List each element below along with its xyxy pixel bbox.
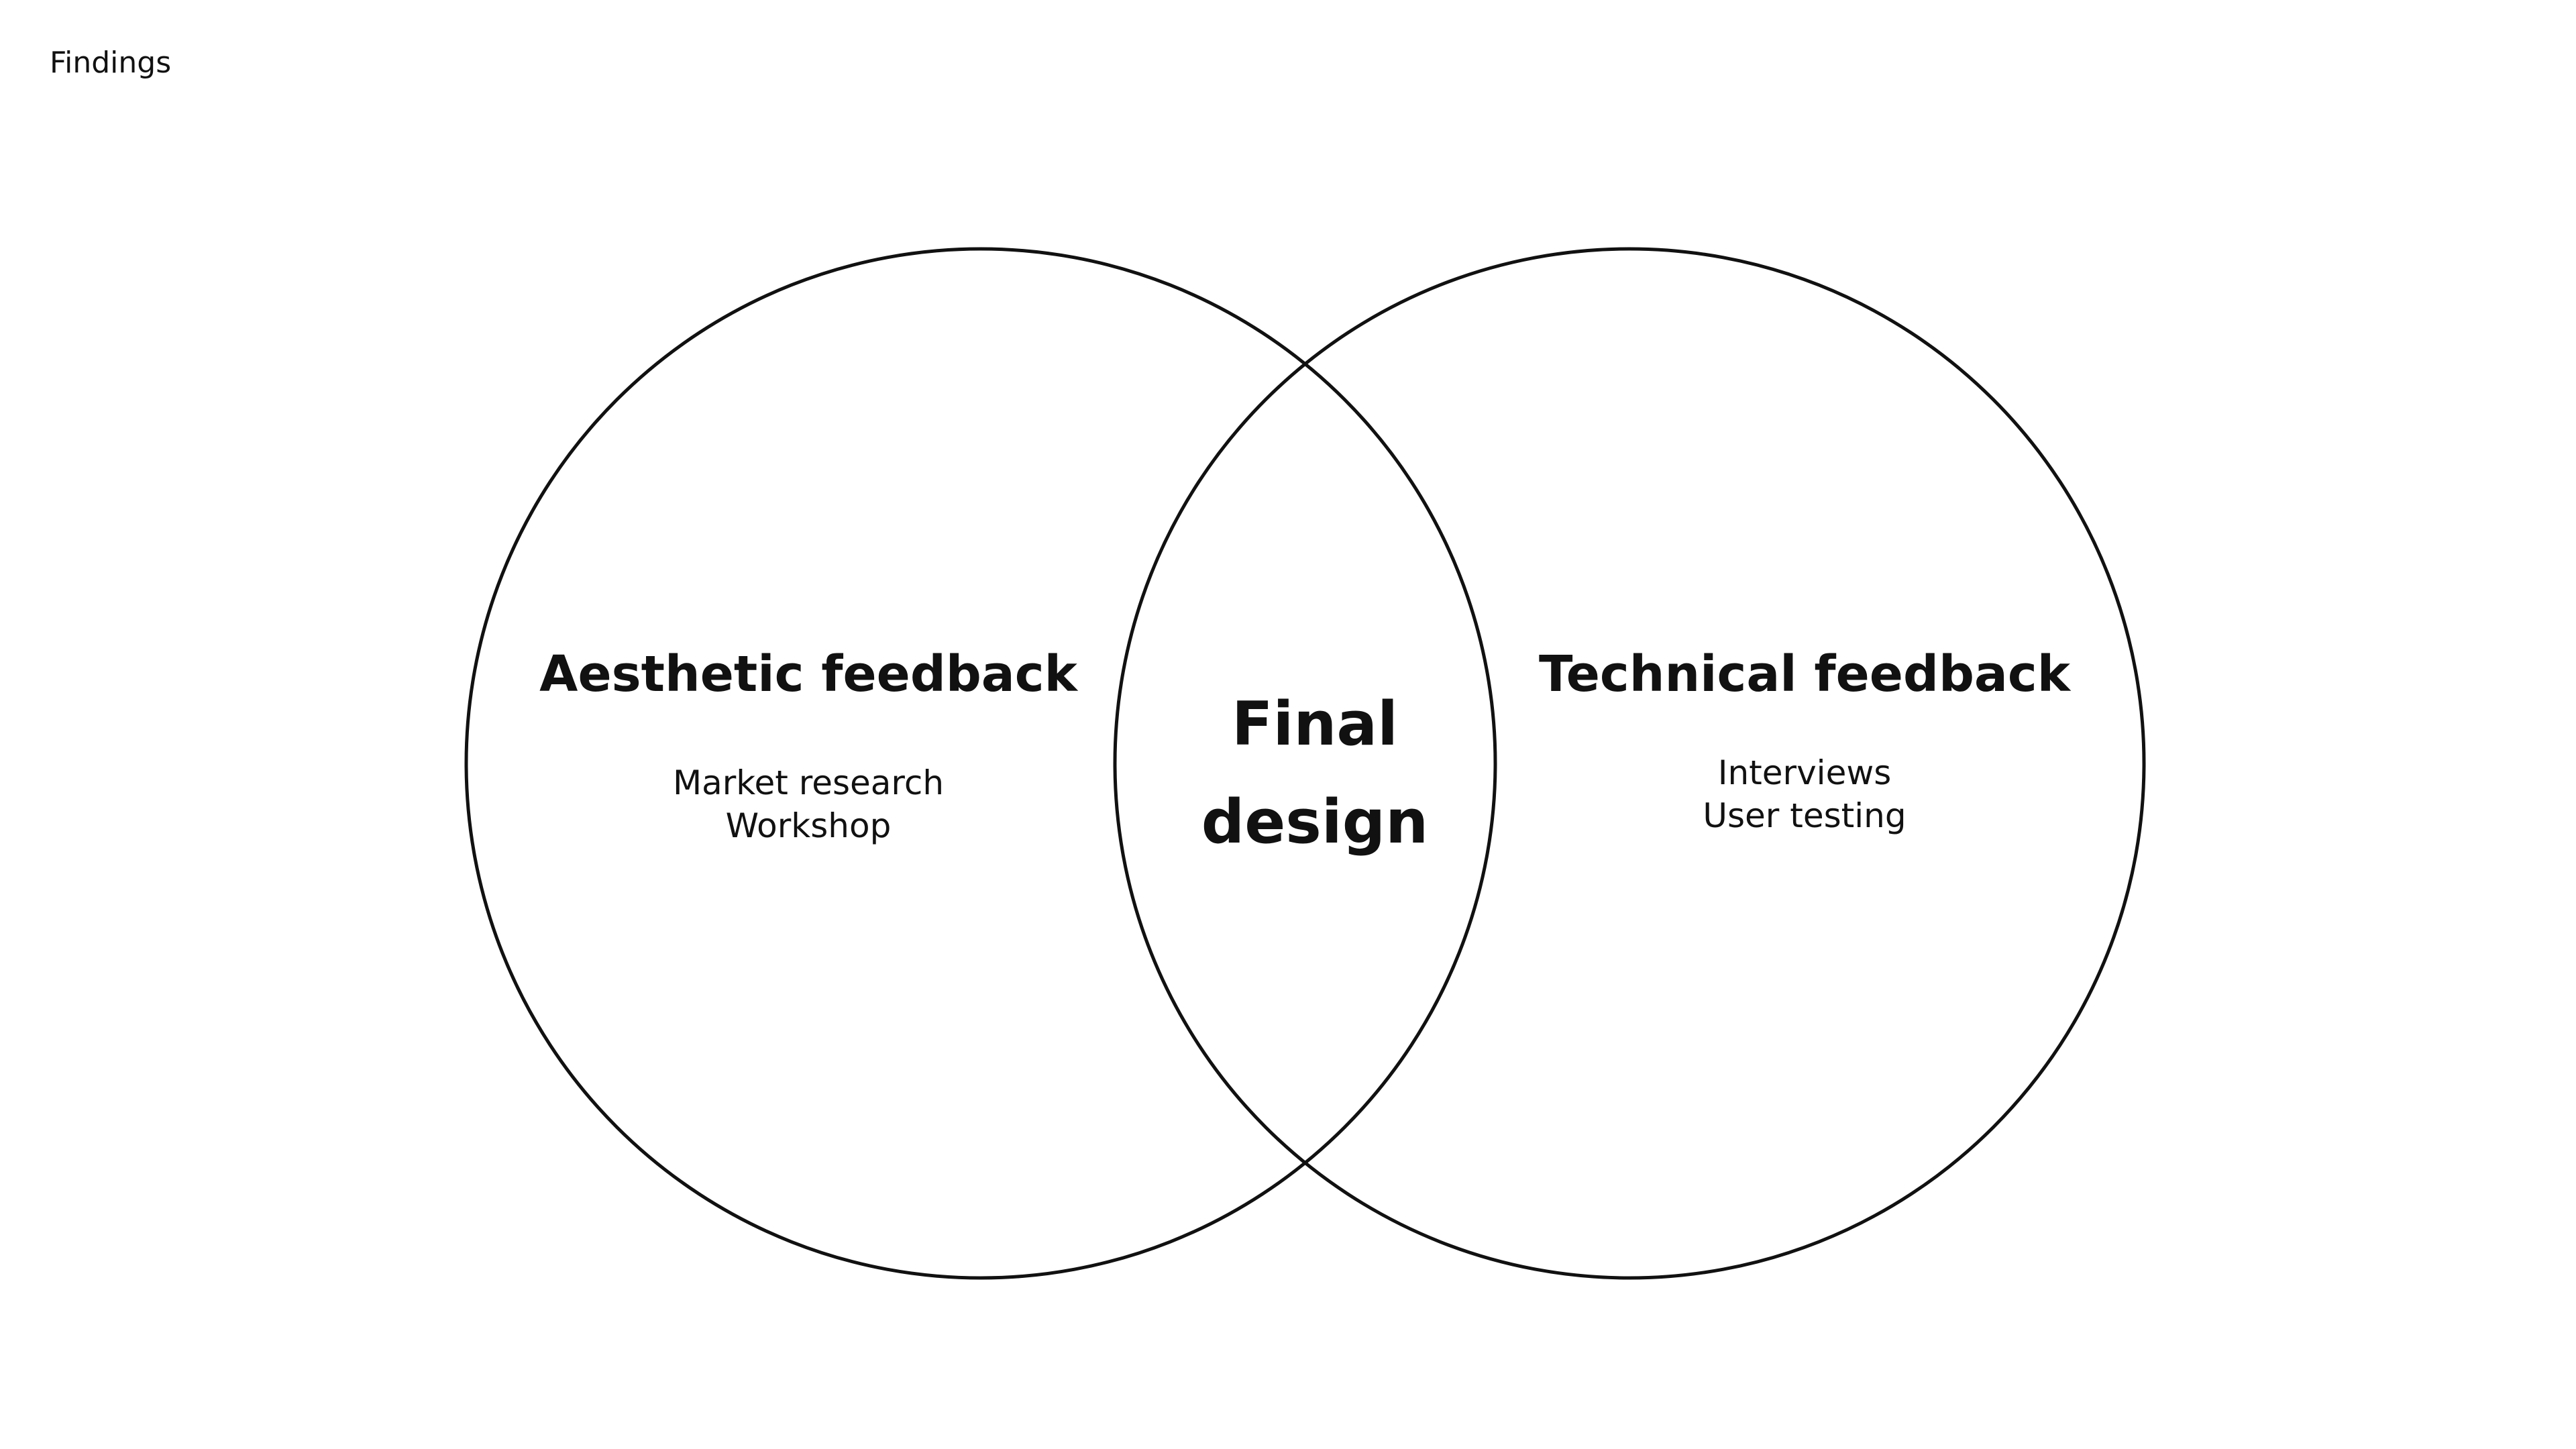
left-circle-items: Market research Workshop: [673, 761, 944, 847]
intersection-label-line: Final: [1232, 689, 1398, 759]
slide-title: Findings: [50, 46, 172, 80]
intersection-label: Final design: [1201, 676, 1428, 871]
right-circle-items: Interviews User testing: [1703, 751, 1906, 837]
left-item: Market research: [672, 763, 945, 802]
intersection-label-line: design: [1201, 787, 1429, 857]
right-item: Interviews: [1717, 753, 1892, 792]
left-circle-heading: Aesthetic feedback: [539, 645, 1077, 703]
venn-left-circle: [464, 247, 1497, 1280]
left-item: Workshop: [725, 806, 892, 845]
right-item: User testing: [1703, 796, 1907, 835]
right-circle-heading: Technical feedback: [1539, 645, 2070, 703]
venn-right-circle: [1113, 247, 2146, 1280]
